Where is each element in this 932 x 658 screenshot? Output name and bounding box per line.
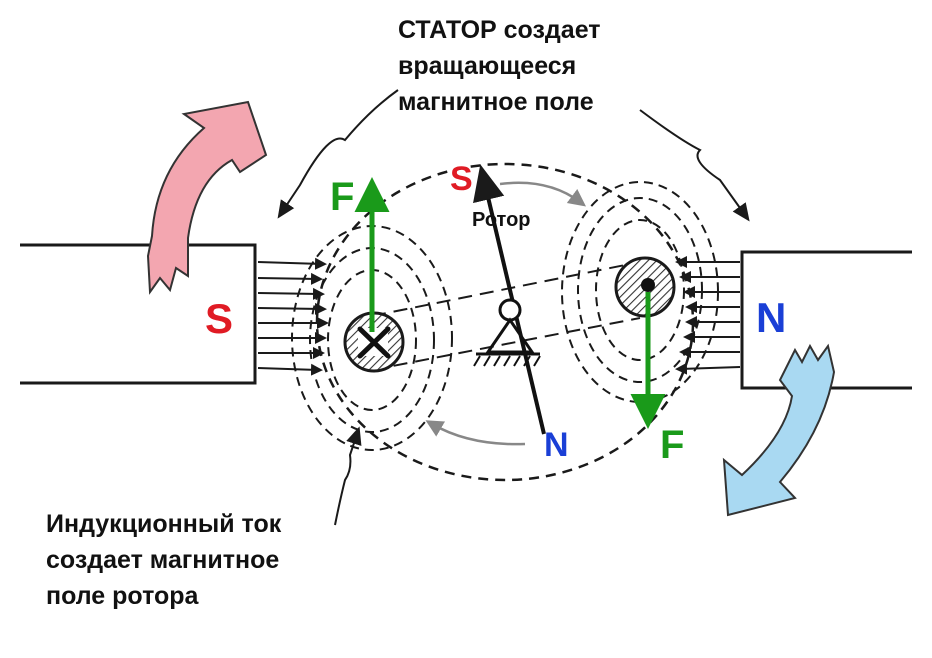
rotor-caption-line-1: Индукционный ток: [46, 510, 282, 538]
caption-leader-lines: [277, 89, 750, 526]
rotor-caption-line-3: поле ротора: [46, 582, 199, 610]
rotation-arrow-bottom: [425, 420, 526, 446]
stator-caption-line-1: СТАТОР создает: [398, 16, 601, 44]
rotor-boundary-dashed: [315, 162, 695, 482]
force-right-label: F: [660, 423, 684, 467]
stator-field-lines-left: [257, 257, 329, 376]
rotor-north-label: N: [544, 426, 569, 464]
right-conductor-dot: [614, 256, 676, 318]
rotor-caption: Индукционный ток создает магнитное поле …: [46, 506, 281, 614]
stator-rotation-arrow-blue: [722, 343, 836, 517]
force-left-label: F: [330, 175, 354, 219]
stator-left-pole-label: S: [205, 295, 233, 342]
stator-caption: СТАТОР создает вращающееся магнитное пол…: [398, 12, 601, 120]
stator-rotation-arrow-pink: [146, 100, 268, 295]
rotation-arrow-top: [499, 181, 587, 207]
rotor-needle: [473, 164, 546, 435]
stator-caption-line-3: магнитное поле: [398, 88, 594, 116]
stator-left-pole: [20, 243, 257, 385]
stator-field-lines-right: [675, 256, 741, 375]
stator-right-pole-label: N: [756, 294, 786, 341]
rotor-caption-line-2: создает магнитное: [46, 546, 280, 574]
right-conductor-field-loops: [561, 181, 719, 403]
rotor-south-label: S: [450, 160, 473, 198]
left-conductor-cross: [343, 311, 405, 373]
rotor-label: Ротор: [472, 209, 531, 231]
rotor-bar-lines: [371, 261, 641, 371]
stator-caption-line-2: вращающееся: [398, 52, 577, 80]
